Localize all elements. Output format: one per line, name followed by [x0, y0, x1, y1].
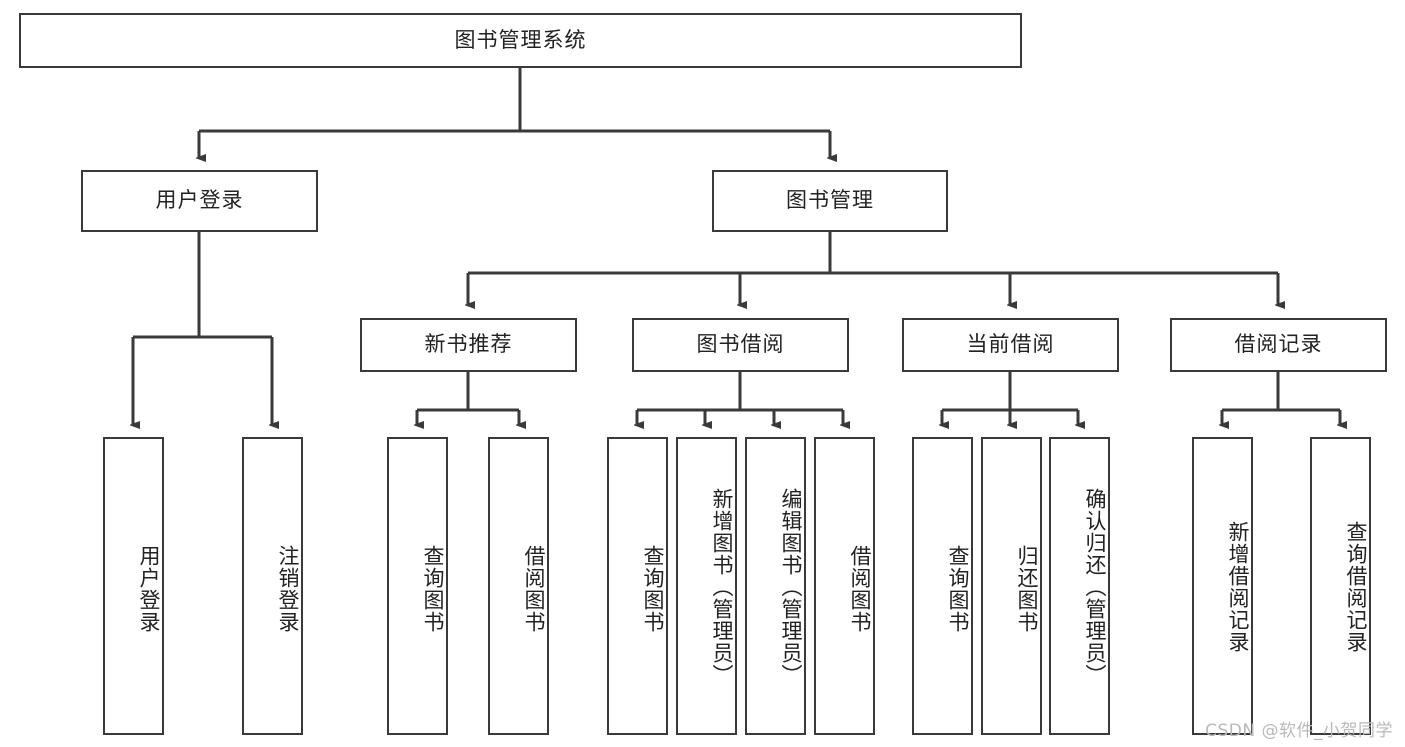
node-label: 查询图书 [641, 545, 665, 633]
node-label: 编辑图书（管理员） [779, 488, 803, 686]
leaf-borrow-book[interactable]: 借阅图书 [814, 437, 875, 735]
node-user-login[interactable]: 用户登录 [81, 170, 318, 232]
node-book-management[interactable]: 图书管理 [712, 170, 948, 232]
leaf-user-login[interactable]: 用户登录 [103, 437, 164, 735]
leaf-edit-book-admin[interactable]: 编辑图书（管理员） [745, 437, 806, 735]
node-book-borrow[interactable]: 图书借阅 [632, 318, 849, 372]
node-new-book-recommend[interactable]: 新书推荐 [360, 318, 577, 372]
node-label: 借阅记录 [1234, 332, 1323, 357]
node-label: 确认归还（管理员） [1083, 488, 1107, 686]
node-label: 图书管理系统 [454, 27, 587, 52]
leaf-query-book-borrow[interactable]: 查询图书 [607, 437, 668, 735]
node-label: 注销登录 [276, 545, 300, 633]
leaf-query-borrow-record[interactable]: 查询借阅记录 [1310, 437, 1371, 735]
node-label: 查询图书 [946, 545, 970, 633]
node-root-system[interactable]: 图书管理系统 [19, 13, 1022, 68]
leaf-return-book[interactable]: 归还图书 [981, 437, 1042, 735]
node-label: 新增图书（管理员） [710, 488, 734, 686]
node-label: 图书管理 [786, 188, 874, 213]
leaf-confirm-return-admin[interactable]: 确认归还（管理员） [1049, 437, 1110, 735]
leaf-logout-login[interactable]: 注销登录 [242, 437, 303, 735]
node-borrow-record[interactable]: 借阅记录 [1170, 318, 1387, 372]
node-label: 新书推荐 [424, 332, 513, 357]
node-label: 图书借阅 [696, 332, 785, 357]
node-current-borrow[interactable]: 当前借阅 [902, 318, 1119, 372]
node-label: 新增借阅记录 [1226, 521, 1250, 653]
leaf-borrow-book-recommend[interactable]: 借阅图书 [488, 437, 549, 735]
node-label: 用户登录 [137, 545, 161, 633]
node-label: 归还图书 [1015, 545, 1039, 633]
node-label: 借阅图书 [848, 545, 872, 633]
leaf-query-book-current[interactable]: 查询图书 [912, 437, 973, 735]
leaf-query-book-recommend[interactable]: 查询图书 [387, 437, 448, 735]
node-label: 查询借阅记录 [1344, 521, 1368, 653]
leaf-add-book-admin[interactable]: 新增图书（管理员） [676, 437, 737, 735]
node-label: 借阅图书 [522, 545, 546, 633]
node-label: 用户登录 [155, 188, 244, 213]
node-label: 当前借阅 [966, 332, 1055, 357]
watermark: CSDN @软件_小贺同学 [1205, 721, 1393, 741]
leaf-add-borrow-record[interactable]: 新增借阅记录 [1192, 437, 1253, 735]
node-label: 查询图书 [421, 545, 445, 633]
